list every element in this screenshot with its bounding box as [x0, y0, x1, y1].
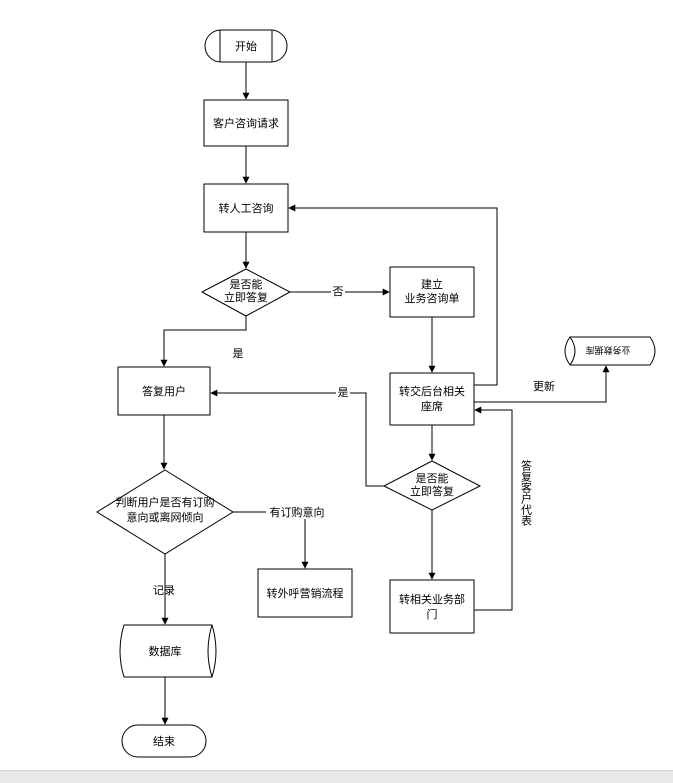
edge-backend-manual [288, 204, 498, 386]
create-ticket-line-1: 建立 [421, 277, 443, 291]
edge-label-has-intent: 有订购意向 [270, 505, 325, 519]
outbound-flow-label: 转外呼营销流程 [267, 586, 344, 600]
database-label: 数据库 [149, 644, 182, 658]
start-node: 开始 [204, 29, 288, 63]
create-ticket-line-2: 业务咨询单 [405, 291, 460, 305]
create-ticket-node: 建立 业务咨询单 [389, 266, 475, 318]
judge-intent-line-1: 判断用户是否有订购 [116, 495, 215, 509]
edge-label-update: 更新 [533, 379, 555, 393]
window-bottom-bar [0, 770, 673, 783]
transfer-dept-line-1: 转相关业务部 [399, 592, 465, 606]
edge-label-reply-rep: 答复客户代表 [520, 459, 533, 527]
edge-decision2-reply [210, 389, 384, 487]
database-node: 数据库 [119, 624, 217, 678]
edge-backend-database-update [474, 365, 610, 403]
end-label: 结束 [153, 735, 175, 748]
decision-2-node: 是否能 立即答复 [382, 460, 482, 511]
business-database-node: 业务数据库 [564, 336, 656, 366]
transfer-dept-node: 转相关业务部 门 [389, 579, 475, 634]
transfer-backend-line-2: 座席 [421, 399, 443, 413]
decision-2-line-2: 立即答复 [410, 484, 454, 498]
judge-intent-node: 判断用户是否有订购 意向或离网倾向 [96, 469, 234, 555]
decision-2-line-1: 是否能 [416, 471, 449, 485]
business-database-label: 业务数据库 [585, 344, 630, 356]
outbound-flow-node: 转外呼营销流程 [257, 568, 353, 618]
edge-judge-outbound [233, 511, 309, 569]
edge-label-yes-2: 是 [338, 386, 349, 399]
decision-1-line-1: 是否能 [230, 277, 263, 291]
transfer-backend-line-1: 转交后台相关 [399, 384, 465, 398]
edge-label-record: 记录 [153, 584, 175, 597]
edge-decision1-reply [160, 316, 247, 367]
edge-label-yes-1: 是 [233, 347, 244, 360]
customer-request-label: 客户咨询请求 [213, 116, 279, 130]
decision-1-line-2: 立即答复 [224, 290, 268, 304]
edge-label-no: 否 [333, 285, 344, 298]
transfer-manual-label: 转人工咨询 [219, 201, 274, 215]
edge-dept-backend [474, 406, 513, 611]
judge-intent-line-2: 意向或离网倾向 [127, 510, 204, 524]
end-node: 结束 [121, 724, 207, 758]
decision-1-node: 是否能 立即答复 [200, 268, 292, 317]
reply-user-label: 答复用户 [142, 384, 186, 398]
transfer-dept-line-2: 门 [427, 607, 438, 621]
customer-request-node: 客户咨询请求 [203, 99, 289, 147]
reply-user-node: 答复用户 [117, 366, 211, 416]
transfer-manual-node: 转人工咨询 [203, 183, 289, 233]
edges [160, 62, 610, 725]
start-label: 开始 [235, 39, 257, 53]
transfer-backend-node: 转交后台相关 座席 [389, 372, 475, 426]
